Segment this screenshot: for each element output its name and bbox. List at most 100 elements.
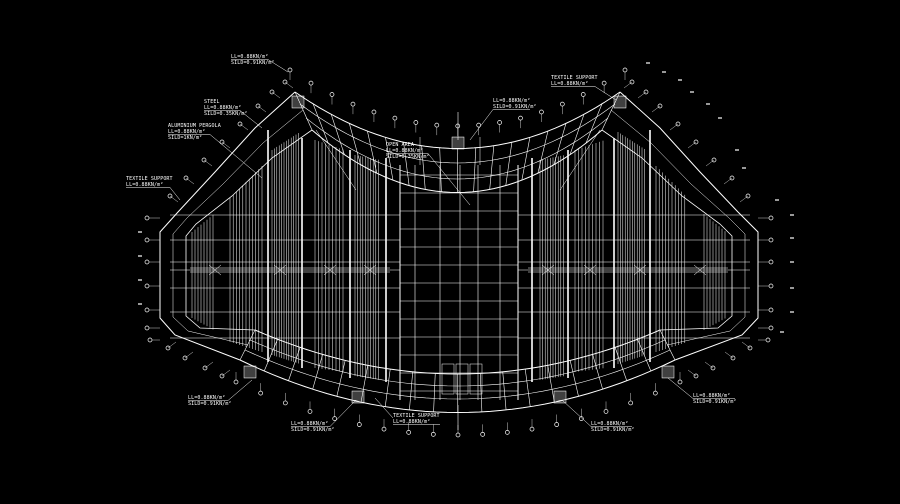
leader-line [239, 110, 263, 129]
annotation-line: LL=0.88KN/m² [386, 148, 423, 154]
grid-bubble [413, 120, 419, 125]
grid-bubble [381, 426, 387, 432]
grid-bubble [455, 432, 461, 438]
grid-bubble [504, 430, 510, 435]
bottom-radial-frame [239, 329, 256, 361]
grid-bubble [559, 101, 565, 107]
top-radial-frame [489, 145, 495, 190]
annotation-bottom-left: LL=0.88KN/m² SILD=0.91KN/m² [188, 379, 253, 407]
annotation-line: LL=0.88KN/m² [204, 105, 241, 111]
grid-bubble [144, 325, 150, 331]
bracing-mark [363, 264, 377, 276]
grid-bubble [747, 345, 753, 351]
bracing-mark [633, 264, 647, 276]
grid-bubble [622, 67, 628, 73]
annotation-line: LL=0.88KN/m² [591, 421, 628, 427]
leader-line [594, 86, 617, 101]
annotation-line: LL=0.88KN/m² [493, 98, 530, 104]
bottom-radial-frame [479, 373, 483, 412]
grid-bubble [282, 400, 288, 406]
grid-leader [651, 105, 661, 113]
grid-bubble [657, 103, 663, 109]
bracing-diagonal [559, 129, 601, 191]
grid-bubble [539, 109, 544, 115]
top-radial-frame [294, 91, 313, 131]
leader-line [374, 397, 394, 419]
grid-bubble [729, 175, 735, 181]
leader-line [469, 109, 494, 141]
top-radial-frame [569, 114, 585, 155]
column-block [291, 95, 305, 109]
grid-bubble [167, 193, 173, 199]
annotation-line: SILD=0.91KN/m² [291, 427, 335, 433]
top-radial-frame [601, 91, 621, 131]
top-radial-frame [421, 145, 426, 190]
top-radial-frame [349, 123, 361, 165]
leader-line [329, 399, 357, 427]
bracing-mark [693, 264, 707, 276]
grid-bubble [237, 121, 243, 127]
top-radial-frame [330, 114, 345, 155]
column-block [553, 390, 567, 404]
bottom-radial-frame [384, 369, 391, 407]
annotation-line: SILD=0.91KN/m² [493, 104, 537, 110]
grid-bubble [768, 307, 774, 313]
annotation-bottom-center-right: LL=0.88KN/m² SILD=0.91KN/m² [561, 399, 634, 433]
grid-leader [741, 341, 751, 349]
right-wing-inner-outline [601, 129, 733, 331]
bracing-mark [323, 264, 337, 276]
grid-bubble [601, 80, 607, 86]
grid-bubble [183, 175, 189, 181]
grid-bubble [768, 283, 774, 289]
annotation-line: LL=0.88KN/m² [168, 129, 205, 135]
grid-bubble [628, 400, 634, 406]
grid-bubble [629, 79, 635, 85]
annotation-line: LL=0.88KN/m² [393, 419, 430, 425]
bottom-radial-frame [336, 360, 346, 397]
grid-bubble [165, 345, 171, 351]
annotation-line: LL=0.88KN/m² [231, 54, 268, 60]
annotation-line: TEXTILE SUPPORT [393, 413, 440, 419]
grid-leader [723, 177, 733, 185]
bottom-radial-frame [659, 329, 676, 361]
top-radial-frame [367, 130, 378, 174]
grid-bubble [147, 337, 153, 343]
annotation-line: LL=0.88KN/m² [126, 182, 163, 188]
grid-leader [204, 361, 214, 369]
bottom-radial-frame [637, 339, 652, 372]
grid-bubble [182, 355, 188, 361]
grid-leader [687, 141, 697, 149]
grid-leader [169, 195, 179, 203]
bracing-mark [583, 264, 597, 276]
grid-leader [669, 123, 679, 131]
annotation-top-left: LL=0.88KN/m² SILD=0.91KN/m² [231, 54, 289, 73]
top-radial-frame [385, 137, 394, 181]
grid-bubble [693, 373, 699, 379]
grid-bubble [580, 92, 586, 97]
grid-leader [704, 361, 714, 369]
grid-bubble [497, 120, 502, 125]
annotation-line: OPEN AREA [386, 142, 414, 148]
grid-leader [724, 351, 734, 359]
grid-bubble [518, 115, 523, 121]
top-radial-frame [505, 142, 513, 186]
bottom-radial-frame [433, 373, 436, 412]
column-block [243, 365, 257, 379]
grid-bubble [350, 101, 356, 107]
grid-leader [221, 369, 231, 377]
grid-bubble [308, 80, 314, 86]
grid-bubble [144, 283, 150, 289]
grid-bubble [765, 337, 771, 343]
right-wing-outline [619, 91, 759, 361]
grid-bubble [652, 390, 658, 396]
grid-bubble [287, 67, 293, 73]
bracing-diagonal [315, 129, 357, 191]
annotation-line: SILD=0.35KN/m² [386, 154, 430, 160]
leader-line [209, 134, 263, 179]
annotation-open-area: OPEN AREA LL=0.88KN/m² SILD=0.35KN/m² [386, 142, 471, 206]
left-wing-outline [159, 91, 296, 361]
top-radial-frame [439, 147, 442, 192]
center-stair-rect [441, 363, 455, 395]
grid-bubble [329, 92, 335, 97]
